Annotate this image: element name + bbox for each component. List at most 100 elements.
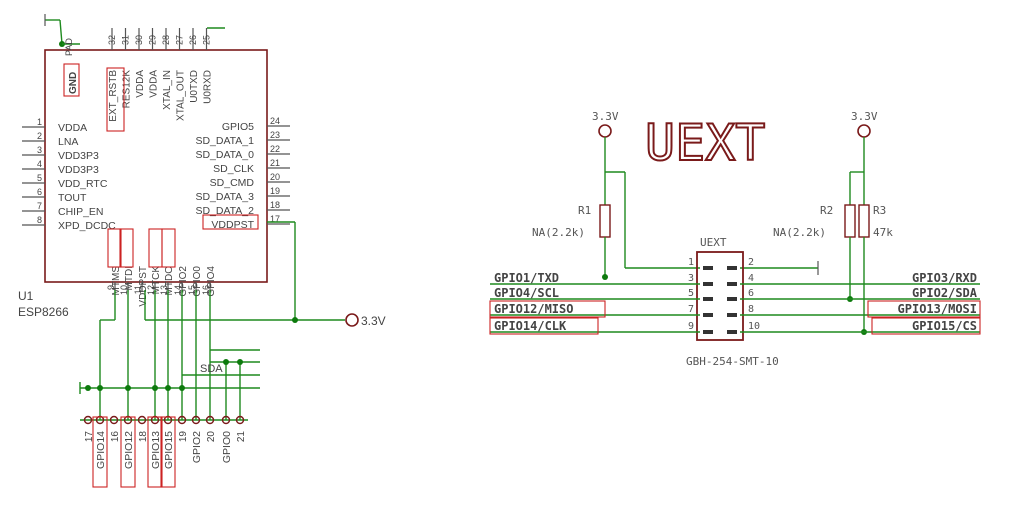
conn-part: GBH-254-SMT-10: [686, 355, 779, 368]
esp-bottom-pin-name: VDDPST: [138, 266, 149, 307]
esp-right-pin-num: 20: [270, 172, 280, 182]
supply-right-label: 3.3V: [851, 110, 878, 123]
power-label: 3.3V: [361, 314, 386, 328]
sda-label: SDA: [200, 363, 223, 375]
esp-bottom-pin-name: GPIO2: [178, 266, 189, 297]
esp-right-pin-name: GPIO5: [222, 121, 254, 133]
esp-right-pin-name: SD_DATA_0: [195, 149, 254, 161]
uext-nets: GPIO1/TXDGPIO4/SCLGPIO12/MISOGPIO14/CLKG…: [489, 271, 981, 335]
esp-bottom-pin-num: 11: [133, 285, 143, 294]
esp-top-pin-num: 31: [121, 35, 131, 45]
esp-right-pin-name: SD_CLK: [213, 163, 254, 175]
esp-left-pin-name: VDD_RTC: [58, 178, 108, 190]
header-pin-num: 17: [84, 431, 95, 443]
esp-left-pin-num: 1: [37, 117, 42, 127]
esp-bottom-pin-name: MTDO: [164, 266, 175, 296]
esp-left-pin-name: CHIP_EN: [58, 206, 104, 218]
esp-top-pin-name: RES12K: [122, 70, 133, 109]
r3-ref: R3: [873, 204, 886, 217]
esp-right-pin-name: VDDPST: [211, 219, 254, 231]
conn-pin-left: [703, 313, 713, 317]
supply-right-port: [857, 124, 871, 138]
r3-value: 47k: [873, 226, 893, 239]
header-pin-num: 21: [236, 431, 247, 443]
conn-pin-right: [727, 297, 737, 301]
conn-right-pin-num: 2: [748, 257, 754, 268]
uext-right-net-label: GPIO15/CS: [912, 319, 977, 333]
conn-left-pin-num: 3: [688, 273, 694, 284]
header-pin-pad: [109, 415, 119, 425]
uext-left-net-highlight: [489, 300, 606, 318]
esp-bottom-pin-num: 10: [119, 285, 129, 295]
esp-bottom-pins: 9MTMS10MTDI11VDDPST12MTCK13MTDO14GPIO215…: [106, 266, 217, 307]
esp-right-pin-num: 21: [270, 158, 280, 168]
header-pin-label: GPIO13: [150, 431, 162, 469]
conn-left-pin-num: 7: [688, 304, 694, 315]
r1-body: [599, 204, 611, 238]
esp-left-pin-name: LNA: [58, 136, 78, 148]
esp-bottom-pin-num: 15: [187, 285, 197, 295]
uext-right-net-label: GPIO3/RXD: [912, 271, 977, 285]
esp-top-pin-num: 25: [202, 35, 212, 45]
esp-bottom-pin-name: MTCK: [151, 266, 162, 295]
r1-ref: R1: [578, 204, 591, 217]
esp-top-pin-name: U0TXD: [189, 70, 200, 103]
mtdi-highlight: [119, 228, 134, 268]
esp-bottom-pin-name: GPIO0: [192, 266, 203, 297]
esp-wiring: 3.3V SDA: [79, 221, 386, 420]
junction-a: [85, 385, 91, 391]
mtdo-highlight: [161, 228, 176, 268]
esp-top-pin-num: 32: [107, 35, 117, 45]
header-pin-highlight: [92, 416, 108, 488]
conn-left-pin-num: 9: [688, 321, 694, 332]
header-pin-pad: [191, 415, 201, 425]
r1-junction: [602, 274, 608, 280]
esp-left-pin-num: 2: [37, 131, 42, 141]
header-pin-highlight: [147, 416, 163, 488]
mtck-highlight: [148, 228, 163, 268]
ext-rstb-highlight: [106, 67, 125, 132]
uext-title: UEXT: [645, 114, 765, 172]
esp-bottom-pin-num: 12: [146, 285, 156, 295]
header-pin-num: 19: [178, 431, 189, 443]
junction-c: [125, 385, 131, 391]
esp-left-pin-num: 5: [37, 173, 42, 183]
esp-left-pin-name: VDD3P3: [58, 164, 99, 176]
esp-left-pin-num: 8: [37, 215, 42, 225]
esp-bottom-pin-name: GPIO4: [206, 266, 217, 297]
pad-label: PAD: [64, 38, 74, 56]
header-pin-pad: [137, 415, 147, 425]
pad-wire: [59, 19, 63, 45]
esp-top-pin-num: 26: [188, 35, 198, 45]
esp-right-pin-num: 18: [270, 200, 280, 210]
esp-bottom-pin-num: 14: [173, 285, 183, 295]
esp8266-body: [44, 49, 268, 283]
conn-right-pin-num: 10: [748, 321, 760, 332]
esp-right-pin-name: SD_CMD: [210, 177, 255, 189]
gnd-label: GND: [68, 72, 79, 94]
junction-g: [223, 359, 229, 365]
conn-left-pin-num: 1: [688, 257, 694, 268]
header-pin-highlight: [160, 416, 176, 488]
header-pin-num: 20: [206, 431, 217, 443]
mtms-highlight: [107, 228, 122, 268]
uext-left-net-label: GPIO4/SCL: [494, 286, 559, 300]
r2-ref: R2: [820, 204, 833, 217]
esp-right-pin-num: 19: [270, 186, 280, 196]
pwr-junction: [292, 317, 298, 323]
uext-left-net-label: GPIO12/MISO: [494, 302, 573, 316]
r3-body: [858, 204, 870, 238]
esp-value: ESP8266: [18, 305, 69, 319]
junction-b: [97, 385, 103, 391]
header-pin-label: GPIO2: [191, 431, 203, 463]
esp-bottom-pin-name: MTMS: [111, 266, 122, 296]
supply-left-label: 3.3V: [592, 110, 619, 123]
header-pin-label: GPIO0: [221, 431, 233, 463]
header-pin-pad: [205, 415, 215, 425]
esp-top-pin-name: U0RXD: [203, 70, 214, 104]
conn-label: UEXT: [700, 236, 727, 249]
junction-h: [237, 359, 243, 365]
esp-left-pin-name: VDD3P3: [58, 150, 99, 162]
esp-right-pins: 24GPIO523SD_DATA_122SD_DATA_021SD_CLK20S…: [195, 116, 290, 231]
